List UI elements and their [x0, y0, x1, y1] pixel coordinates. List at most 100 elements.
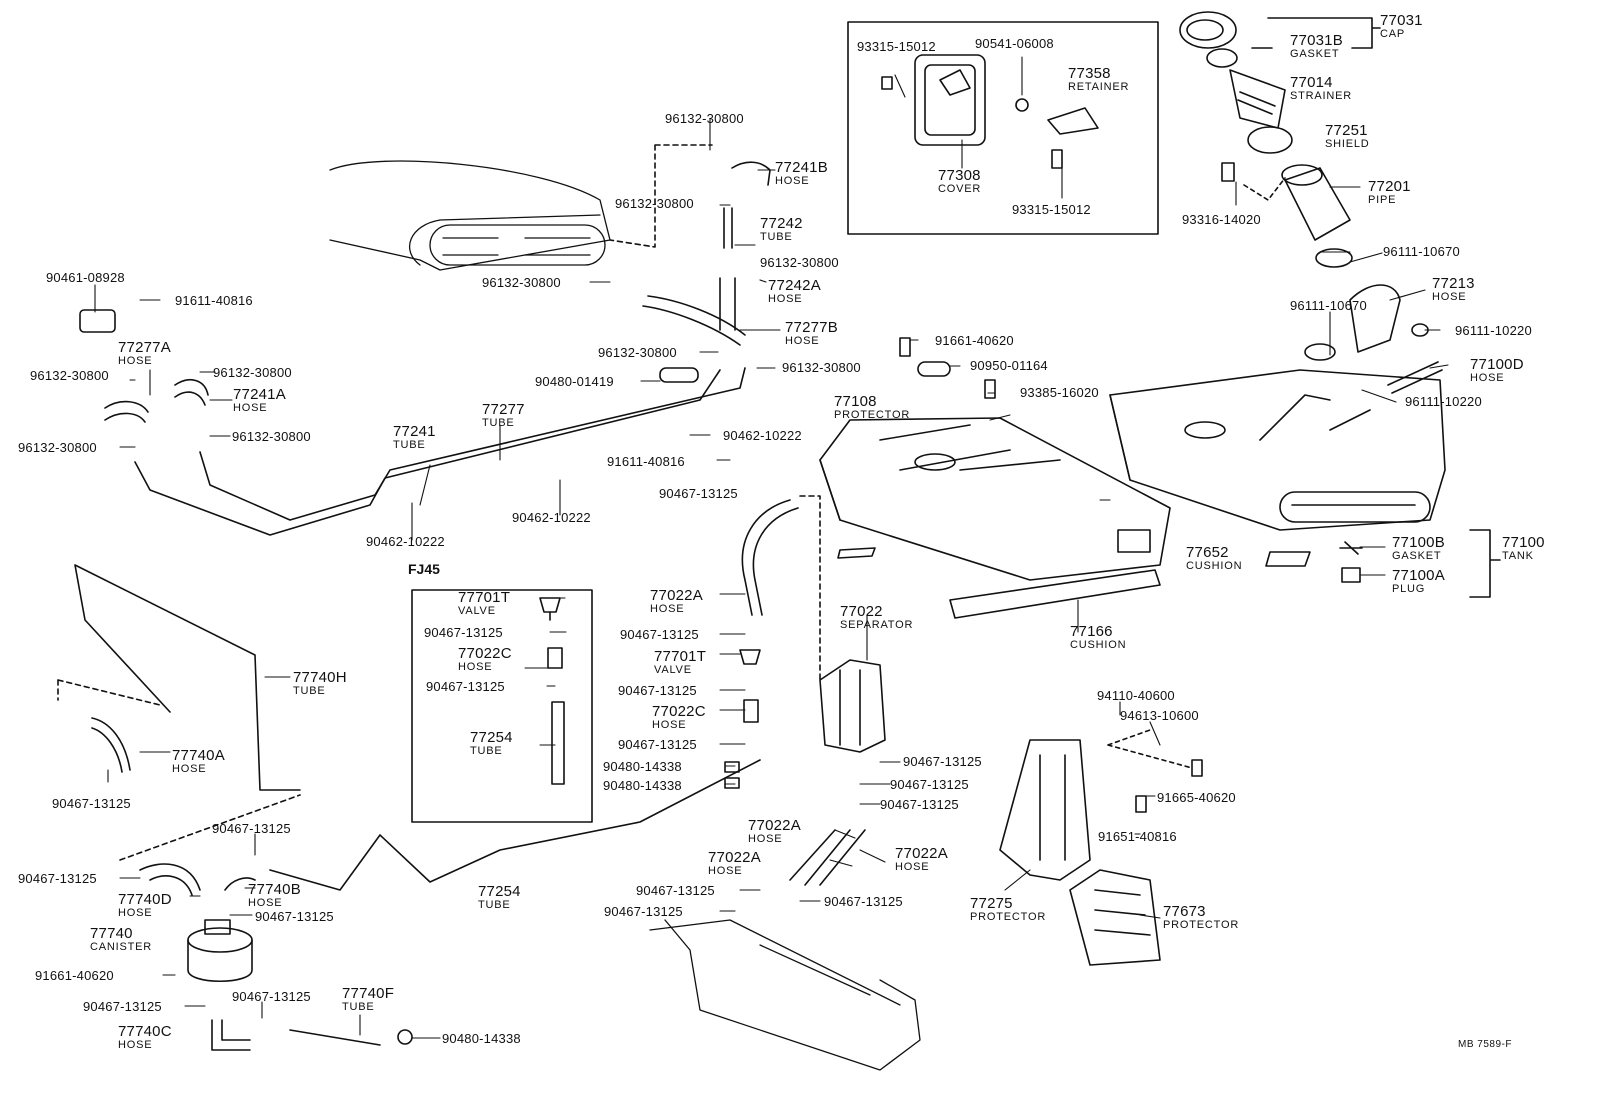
grommet-icon	[724, 761, 740, 773]
nut-icon	[1015, 98, 1029, 112]
tube-icon	[551, 701, 565, 785]
hose-clamp-icon	[1304, 343, 1336, 361]
part-number-90467-13125: 90467-13125	[620, 627, 699, 642]
cap-group-bracket	[1251, 17, 1381, 49]
part-number-90467-13125: 90467-13125	[618, 737, 697, 752]
part-number-94613-10600: 94613-10600	[1120, 708, 1199, 723]
part-number-90467-13125: 90467-13125	[890, 777, 969, 792]
bolt-icon	[1191, 759, 1203, 777]
part-number-90467-13125: 90467-13125	[83, 999, 162, 1014]
part-number-90467-13125: 90467-13125	[426, 679, 505, 694]
fuel-tank-icon	[1109, 369, 1446, 531]
part-number-91611-40816: 91611-40816	[607, 454, 685, 469]
lower-protector-icon	[999, 739, 1091, 881]
part-number-90467-13125: 90467-13125	[880, 797, 959, 812]
hose-icon	[731, 161, 771, 186]
part-number-96132-30800: 96132-30800	[30, 368, 109, 383]
part-number-90467-13125: 90467-13125	[52, 796, 131, 811]
long-tube-icon	[269, 759, 761, 891]
part-number-96111-10670: 96111-10670	[1383, 244, 1460, 259]
filler-cap-icon	[1179, 11, 1237, 49]
hose-icon	[789, 829, 866, 886]
grommet-icon	[917, 361, 951, 377]
part-number-90480-01419: 90480-01419	[535, 374, 614, 389]
part-number-90467-13125: 90467-13125	[232, 989, 311, 1004]
part-number-90467-13125: 90467-13125	[824, 894, 903, 909]
cushion-strip-icon	[837, 547, 876, 559]
filler-hose-icon	[1349, 284, 1401, 353]
shield-icon	[1247, 126, 1293, 154]
hose-icon	[104, 400, 149, 423]
part-number-96132-30800: 96132-30800	[760, 255, 839, 270]
hose-icon	[719, 277, 736, 331]
part-number-91611-40816: 91611-40816	[175, 293, 253, 308]
hose-icon	[224, 877, 256, 891]
part-number-90467-13125: 90467-13125	[659, 486, 738, 501]
part-number-90480-14338: 90480-14338	[442, 1031, 521, 1046]
floor-frame-top	[329, 160, 611, 271]
hose-icon	[91, 717, 131, 773]
grommet-icon	[397, 1029, 413, 1045]
part-number-96132-30800: 96132-30800	[615, 196, 694, 211]
part-number-96132-30800: 96132-30800	[232, 429, 311, 444]
evap-tube-icon	[74, 564, 301, 791]
part-number-90467-13125: 90467-13125	[636, 883, 715, 898]
part-number-90480-14338: 90480-14338	[603, 778, 682, 793]
tank-gasket-icon	[1339, 541, 1363, 555]
fj45-inset-box	[411, 589, 593, 823]
part-number-90950-01164: 90950-01164	[970, 358, 1048, 373]
strainer-icon	[1229, 69, 1286, 129]
part-number-96132-30800: 96132-30800	[665, 111, 744, 126]
hose-icon	[139, 863, 201, 896]
screw-icon	[881, 76, 893, 90]
tank-cushion-icon	[1265, 551, 1311, 567]
tube-icon	[723, 207, 733, 249]
grommet-icon	[659, 367, 699, 383]
bolt-icon	[984, 379, 996, 399]
hose-icon	[743, 699, 759, 723]
part-number-90467-13125: 90467-13125	[618, 683, 697, 698]
screw-icon	[1051, 149, 1063, 169]
access-cover-icon	[914, 54, 986, 146]
part-number-90467-13125: 90467-13125	[255, 909, 334, 924]
leader-dashed-prot	[1107, 729, 1193, 769]
part-number-90467-13125: 90467-13125	[18, 871, 97, 886]
floor-frame-bottom	[649, 919, 921, 1071]
part-number-93315-15012: 93315-15012	[857, 39, 936, 54]
hose-icon	[642, 295, 746, 346]
tank-protector-icon	[819, 417, 1171, 581]
part-number-96111-10220: 96111-10220	[1455, 323, 1532, 338]
part-number-90480-14338: 90480-14338	[603, 759, 682, 774]
part-number-93316-14020: 93316-14020	[1182, 212, 1261, 227]
leader-dashed-neck	[1243, 177, 1286, 201]
bolt-icon	[899, 337, 911, 357]
part-number-93385-16020: 93385-16020	[1020, 385, 1099, 400]
hose-icon	[741, 499, 799, 616]
leader-dashed-top	[609, 144, 713, 248]
drawing-reference: MB 7589-F	[1458, 1039, 1512, 1050]
